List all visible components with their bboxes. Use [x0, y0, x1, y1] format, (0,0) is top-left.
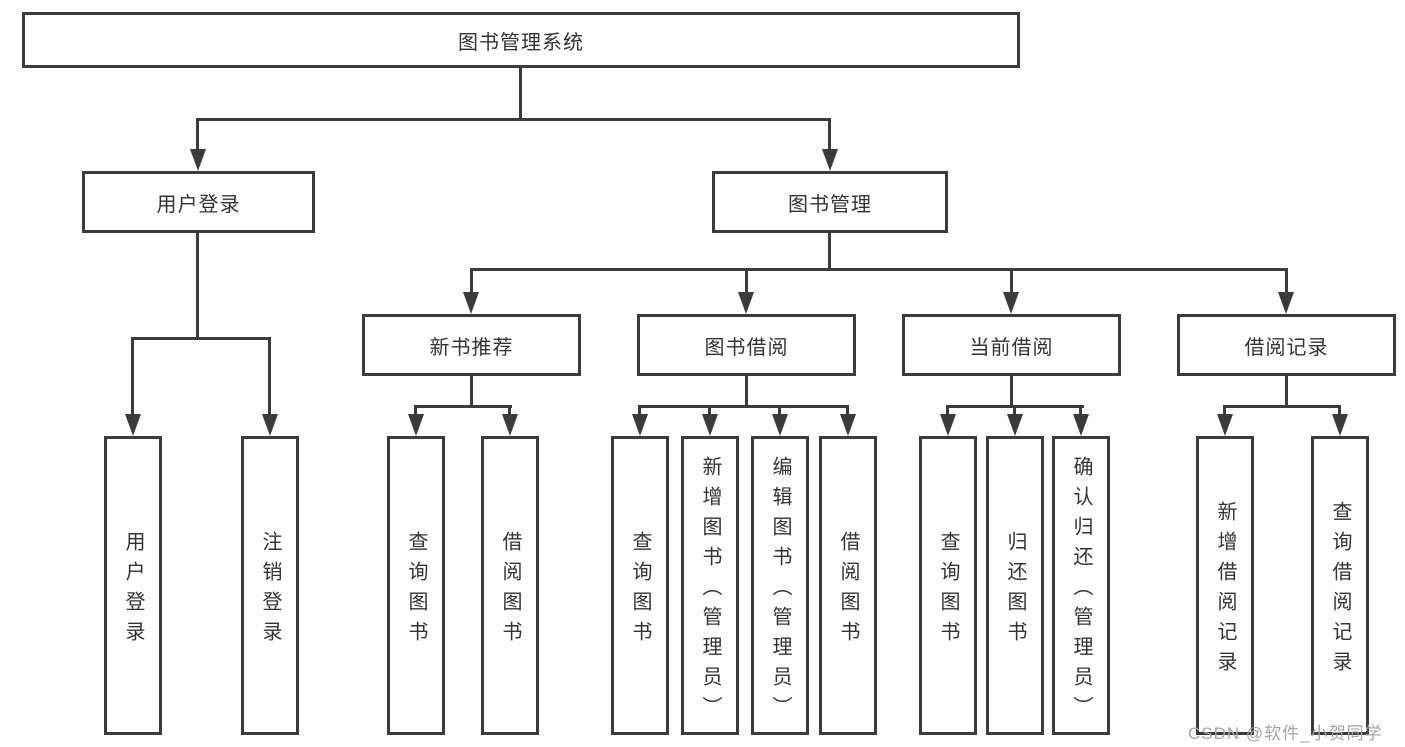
- arrow-down-icon: [822, 149, 838, 171]
- leaf-borrow-book-2: 借阅图书: [819, 436, 877, 735]
- node-library-management-system-label: 图书管理系统: [458, 31, 584, 54]
- leaf-query-book-1-label: 查询图书: [405, 530, 427, 651]
- csdn-watermark: CSDN @软件_小贺同学: [1188, 724, 1383, 743]
- connector-new-book-stub: [470, 376, 473, 405]
- node-current-borrow: 当前借阅: [902, 314, 1121, 376]
- leaf-confirm-return-admin-label: 确认归还（管理员）: [1070, 455, 1092, 726]
- leaf-query-book-3: 查询图书: [919, 436, 977, 735]
- arrow-down-icon: [632, 414, 648, 436]
- node-borrow-records-label: 借阅记录: [1244, 336, 1329, 359]
- arrow-down-icon: [738, 292, 754, 314]
- connector-level2-bar: [196, 118, 831, 121]
- connector-arm: [778, 405, 781, 414]
- leaf-borrow-book-1-label: 借阅图书: [499, 530, 521, 651]
- arrow-down-icon: [262, 414, 278, 436]
- connector-arm: [946, 405, 949, 414]
- leaf-query-borrow-record-label: 查询借阅记录: [1329, 500, 1351, 681]
- arrow-down-icon: [190, 149, 206, 171]
- leaf-query-book-1: 查询图书: [387, 436, 445, 735]
- connector-to-new-book-recommend: [470, 268, 473, 292]
- arrow-down-icon: [840, 414, 856, 436]
- arrow-down-icon: [1073, 414, 1089, 436]
- connector-arm: [708, 405, 711, 414]
- arrow-down-icon: [940, 414, 956, 436]
- node-user-login-branch: 用户登录: [82, 171, 315, 233]
- connector-current-borrow-stub: [1010, 376, 1013, 405]
- leaf-add-book-admin-label: 新增图书（管理员）: [699, 455, 721, 726]
- connector-to-book-borrow: [745, 268, 748, 292]
- connector-book-borrow-stub: [745, 376, 748, 405]
- connector-to-user-login: [196, 118, 199, 149]
- leaf-borrow-book-2-label: 借阅图书: [837, 530, 859, 651]
- connector-to-leaf-user-login: [131, 337, 134, 414]
- node-book-management-branch: 图书管理: [712, 171, 948, 233]
- arrow-down-icon: [702, 414, 718, 436]
- connector-user-login-bar: [131, 337, 271, 340]
- leaf-logout: 注销登录: [241, 436, 299, 735]
- node-book-borrow: 图书借阅: [637, 314, 856, 376]
- leaf-borrow-book-1: 借阅图书: [481, 436, 539, 735]
- arrow-down-icon: [463, 292, 479, 314]
- connector-to-book-mgmt: [828, 118, 831, 149]
- connector-new-book-bar: [414, 405, 512, 408]
- leaf-return-book: 归还图书: [986, 436, 1044, 735]
- connector-user-login-stub: [196, 233, 199, 337]
- leaf-add-borrow-record-label: 新增借阅记录: [1214, 500, 1236, 681]
- connector-to-borrow-records: [1285, 268, 1288, 292]
- connector-arm: [1223, 405, 1226, 414]
- leaf-query-book-3-label: 查询图书: [937, 530, 959, 651]
- node-borrow-records: 借阅记录: [1177, 314, 1396, 376]
- arrow-down-icon: [125, 414, 141, 436]
- connector-to-leaf-logout: [268, 337, 271, 414]
- connector-borrow-records-bar: [1223, 405, 1341, 408]
- node-library-management-system: 图书管理系统: [22, 12, 1020, 68]
- arrow-down-icon: [1003, 292, 1019, 314]
- leaf-query-book-2: 查询图书: [611, 436, 669, 735]
- node-new-book-recommend: 新书推荐: [362, 314, 581, 376]
- arrow-down-icon: [1007, 414, 1023, 436]
- node-new-book-recommend-label: 新书推荐: [429, 336, 514, 359]
- arrow-down-icon: [772, 414, 788, 436]
- connector-book-mgmt-stub: [828, 233, 831, 268]
- leaf-add-borrow-record: 新增借阅记录: [1196, 436, 1254, 735]
- node-book-management-branch-label: 图书管理: [788, 193, 872, 216]
- connector-root-stub: [519, 68, 522, 118]
- arrow-down-icon: [502, 414, 518, 436]
- leaf-add-book-admin: 新增图书（管理员）: [681, 436, 739, 735]
- node-current-borrow-label: 当前借阅: [969, 336, 1054, 359]
- node-user-login-branch-label: 用户登录: [156, 193, 241, 216]
- node-book-borrow-label: 图书借阅: [704, 336, 789, 359]
- connector-borrow-records-stub: [1285, 376, 1288, 405]
- leaf-edit-book-admin-label: 编辑图书（管理员）: [769, 455, 791, 726]
- connector-arm: [1013, 405, 1016, 414]
- leaf-user-login: 用户登录: [104, 436, 162, 735]
- connector-arm: [638, 405, 641, 414]
- leaf-edit-book-admin: 编辑图书（管理员）: [751, 436, 809, 735]
- leaf-query-borrow-record: 查询借阅记录: [1311, 436, 1369, 735]
- connector-arm: [414, 405, 417, 414]
- arrow-down-icon: [1278, 292, 1294, 314]
- leaf-confirm-return-admin: 确认归还（管理员）: [1052, 436, 1110, 735]
- connector-to-current-borrow: [1010, 268, 1013, 292]
- connector-level3-bar: [470, 268, 1288, 271]
- leaf-user-login-label: 用户登录: [122, 530, 144, 651]
- connector-arm: [1338, 405, 1341, 414]
- connector-arm: [1079, 405, 1082, 414]
- arrow-down-icon: [1332, 414, 1348, 436]
- connector-book-borrow-bar: [638, 405, 849, 408]
- arrow-down-icon: [1217, 414, 1233, 436]
- connector-arm: [846, 405, 849, 414]
- connector-arm: [508, 405, 511, 414]
- leaf-query-book-2-label: 查询图书: [629, 530, 651, 651]
- leaf-logout-label: 注销登录: [259, 530, 281, 651]
- leaf-return-book-label: 归还图书: [1004, 530, 1026, 651]
- arrow-down-icon: [408, 414, 424, 436]
